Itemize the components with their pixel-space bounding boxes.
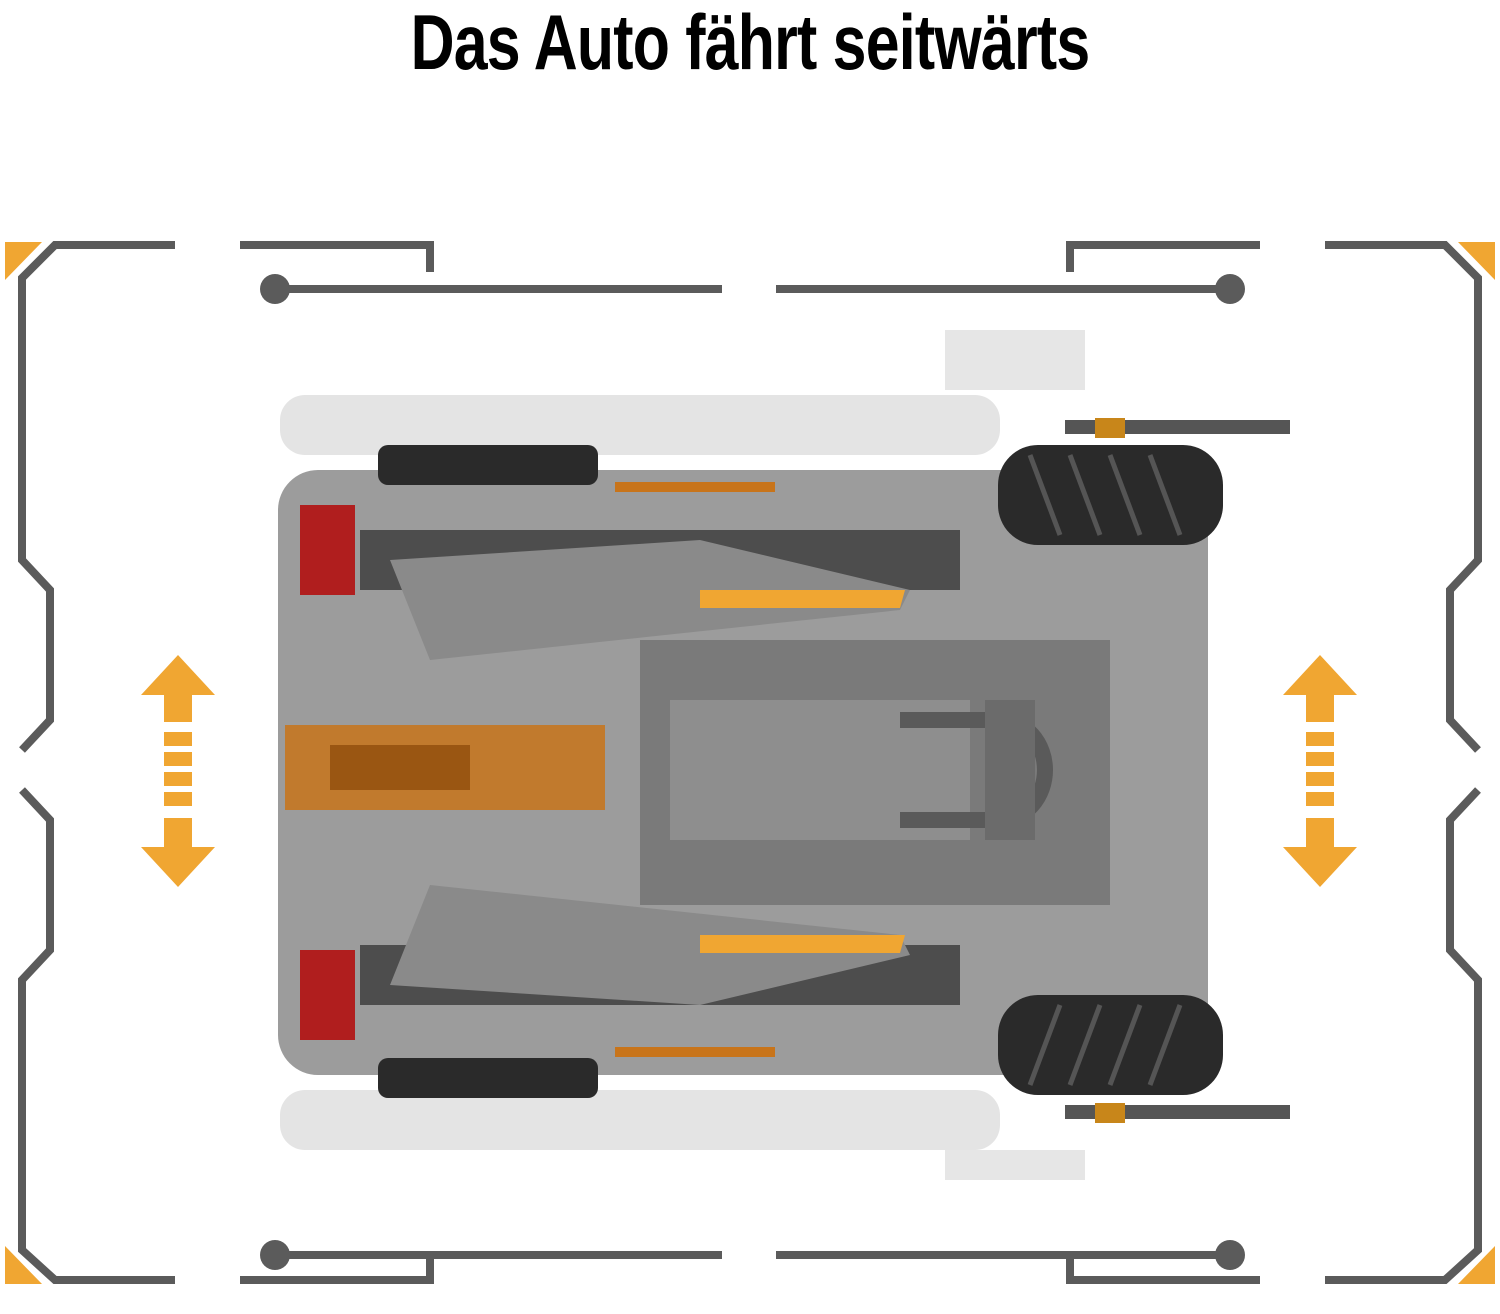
toy-car bbox=[278, 330, 1290, 1180]
corner-triangle-icon bbox=[5, 242, 1495, 1284]
page-title: Das Auto fährt seitwärts bbox=[410, 0, 1091, 86]
double-arrow-right-icon bbox=[1283, 655, 1357, 887]
frame-dots bbox=[260, 274, 1245, 1270]
hud-frame bbox=[18, 241, 1482, 1284]
double-arrow-left-icon bbox=[141, 655, 215, 887]
